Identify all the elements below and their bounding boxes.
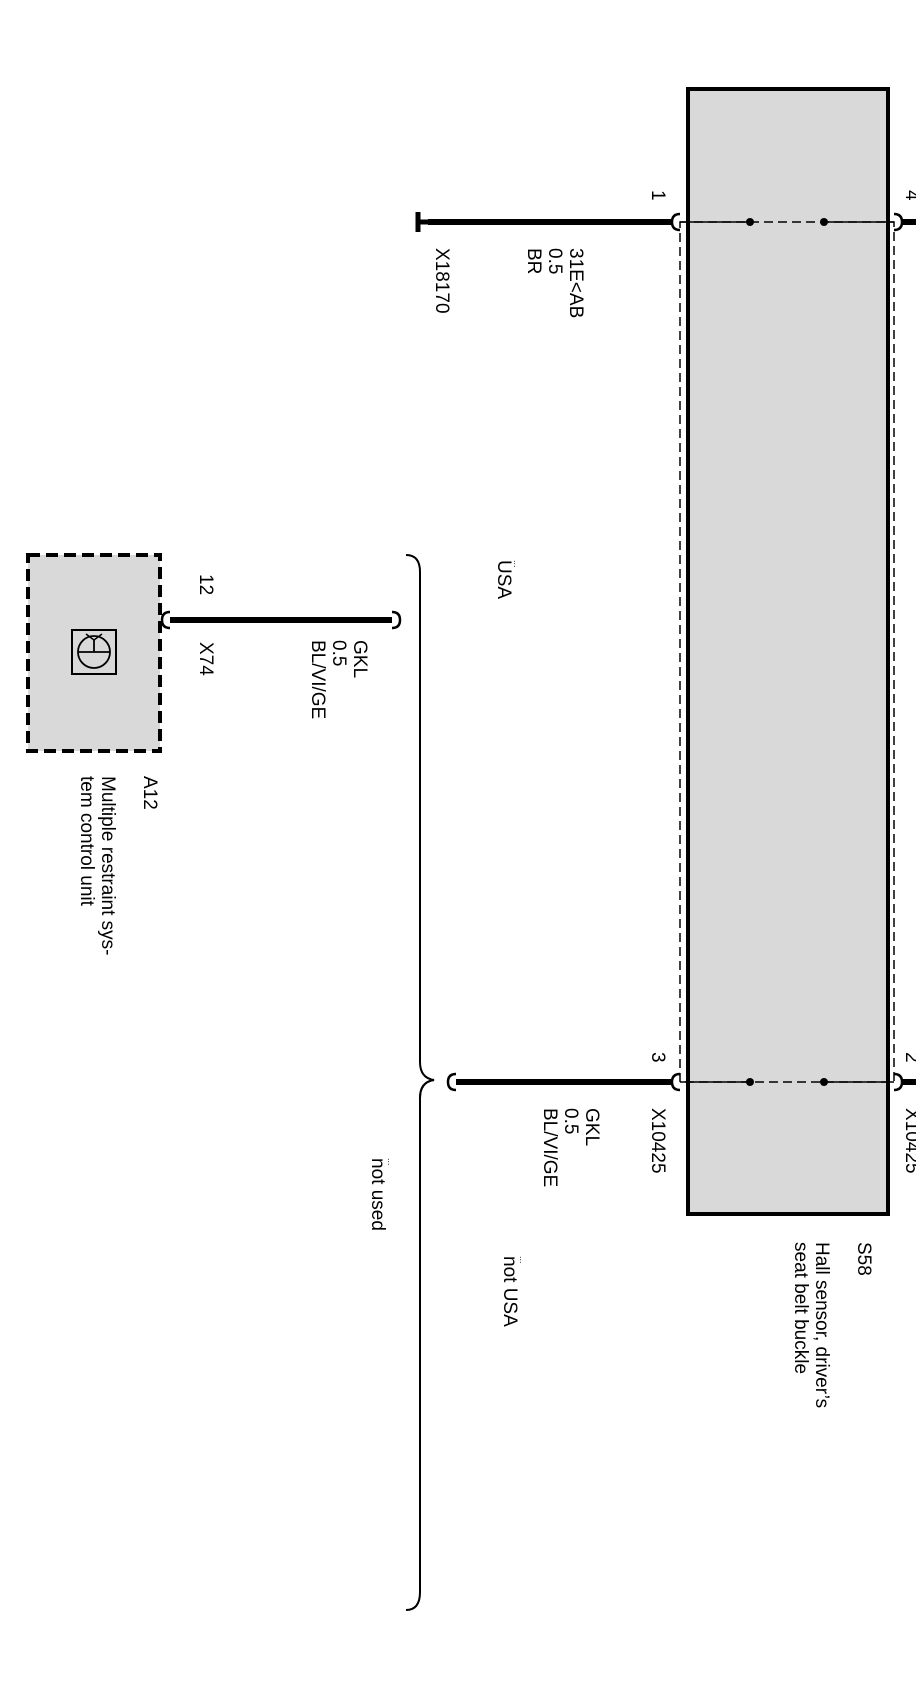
s58-connector-label-right: X10425 [901, 1108, 916, 1174]
variant-brace-not-used [405, 1079, 435, 1611]
not-usa-variant-label: not USA [499, 1256, 520, 1327]
s58-component-box[interactable] [686, 87, 890, 1216]
not-usa-variant-marker: ... [518, 1256, 528, 1264]
s58-connector-outline [679, 221, 895, 1083]
s58-contact-dot-4 [820, 218, 828, 226]
terminal-hook-1 [670, 212, 681, 232]
ground-wire-signal: 31E<AB [565, 248, 586, 318]
pin-label-2: 2 [901, 1052, 916, 1063]
not-usa-wire-color: BL/VI/GE [539, 1108, 560, 1187]
ground-wire-color: BR [523, 248, 544, 274]
variant-brace-usa [405, 554, 435, 1099]
a12-connector-label: X74 [195, 642, 216, 676]
a12-id: A12 [139, 776, 160, 810]
not-used-variant-label: not used [367, 1158, 388, 1231]
s58-contact-dot-3 [746, 1078, 754, 1086]
transistor-icon-emitter [85, 633, 95, 641]
terminal-hook-4 [893, 212, 904, 232]
usa-wire-signal: GKL [349, 640, 370, 678]
terminal-hook-3 [670, 1072, 681, 1092]
not-usa-wire-end-hook [446, 1072, 457, 1092]
s58-name-line2: seat belt buckle [790, 1242, 811, 1374]
ground-connector-label: X18170 [431, 248, 452, 314]
pin-label-3: 3 [647, 1052, 668, 1063]
s58-contact-dot-2 [820, 1078, 828, 1086]
a12-name-line1: Multiple restraint sys- [97, 776, 118, 956]
s58-connector-label: X10425 [647, 1108, 668, 1174]
terminal-hook-2 [893, 1072, 904, 1092]
a12-name-line2: tem control unit [76, 776, 97, 907]
a12-pin-label: 12 [195, 574, 216, 595]
usa-wire-color: BL/VI/GE [307, 640, 328, 719]
not-used-variant-marker: ... [386, 1158, 396, 1166]
pin-label-1: 1 [647, 190, 668, 201]
ground-wire-size: 0.5 [544, 248, 565, 274]
usa-wire-size: 0.5 [328, 640, 349, 666]
s58-id: S58 [853, 1242, 874, 1276]
usa-variant-marker: ... [512, 560, 522, 568]
not-usa-wire-size: 0.5 [560, 1108, 581, 1134]
usa-variant-label: USA [493, 560, 514, 599]
a12-terminal-hook [160, 610, 171, 630]
pin-label-4: 4 [901, 190, 916, 201]
s58-contact-dot-1 [746, 218, 754, 226]
usa-wire-end-hook [391, 610, 402, 630]
not-usa-wire-signal: GKL [581, 1108, 602, 1146]
transistor-icon-collector [93, 633, 103, 641]
s58-name-line1: Hall sensor, driver’s [811, 1242, 832, 1408]
